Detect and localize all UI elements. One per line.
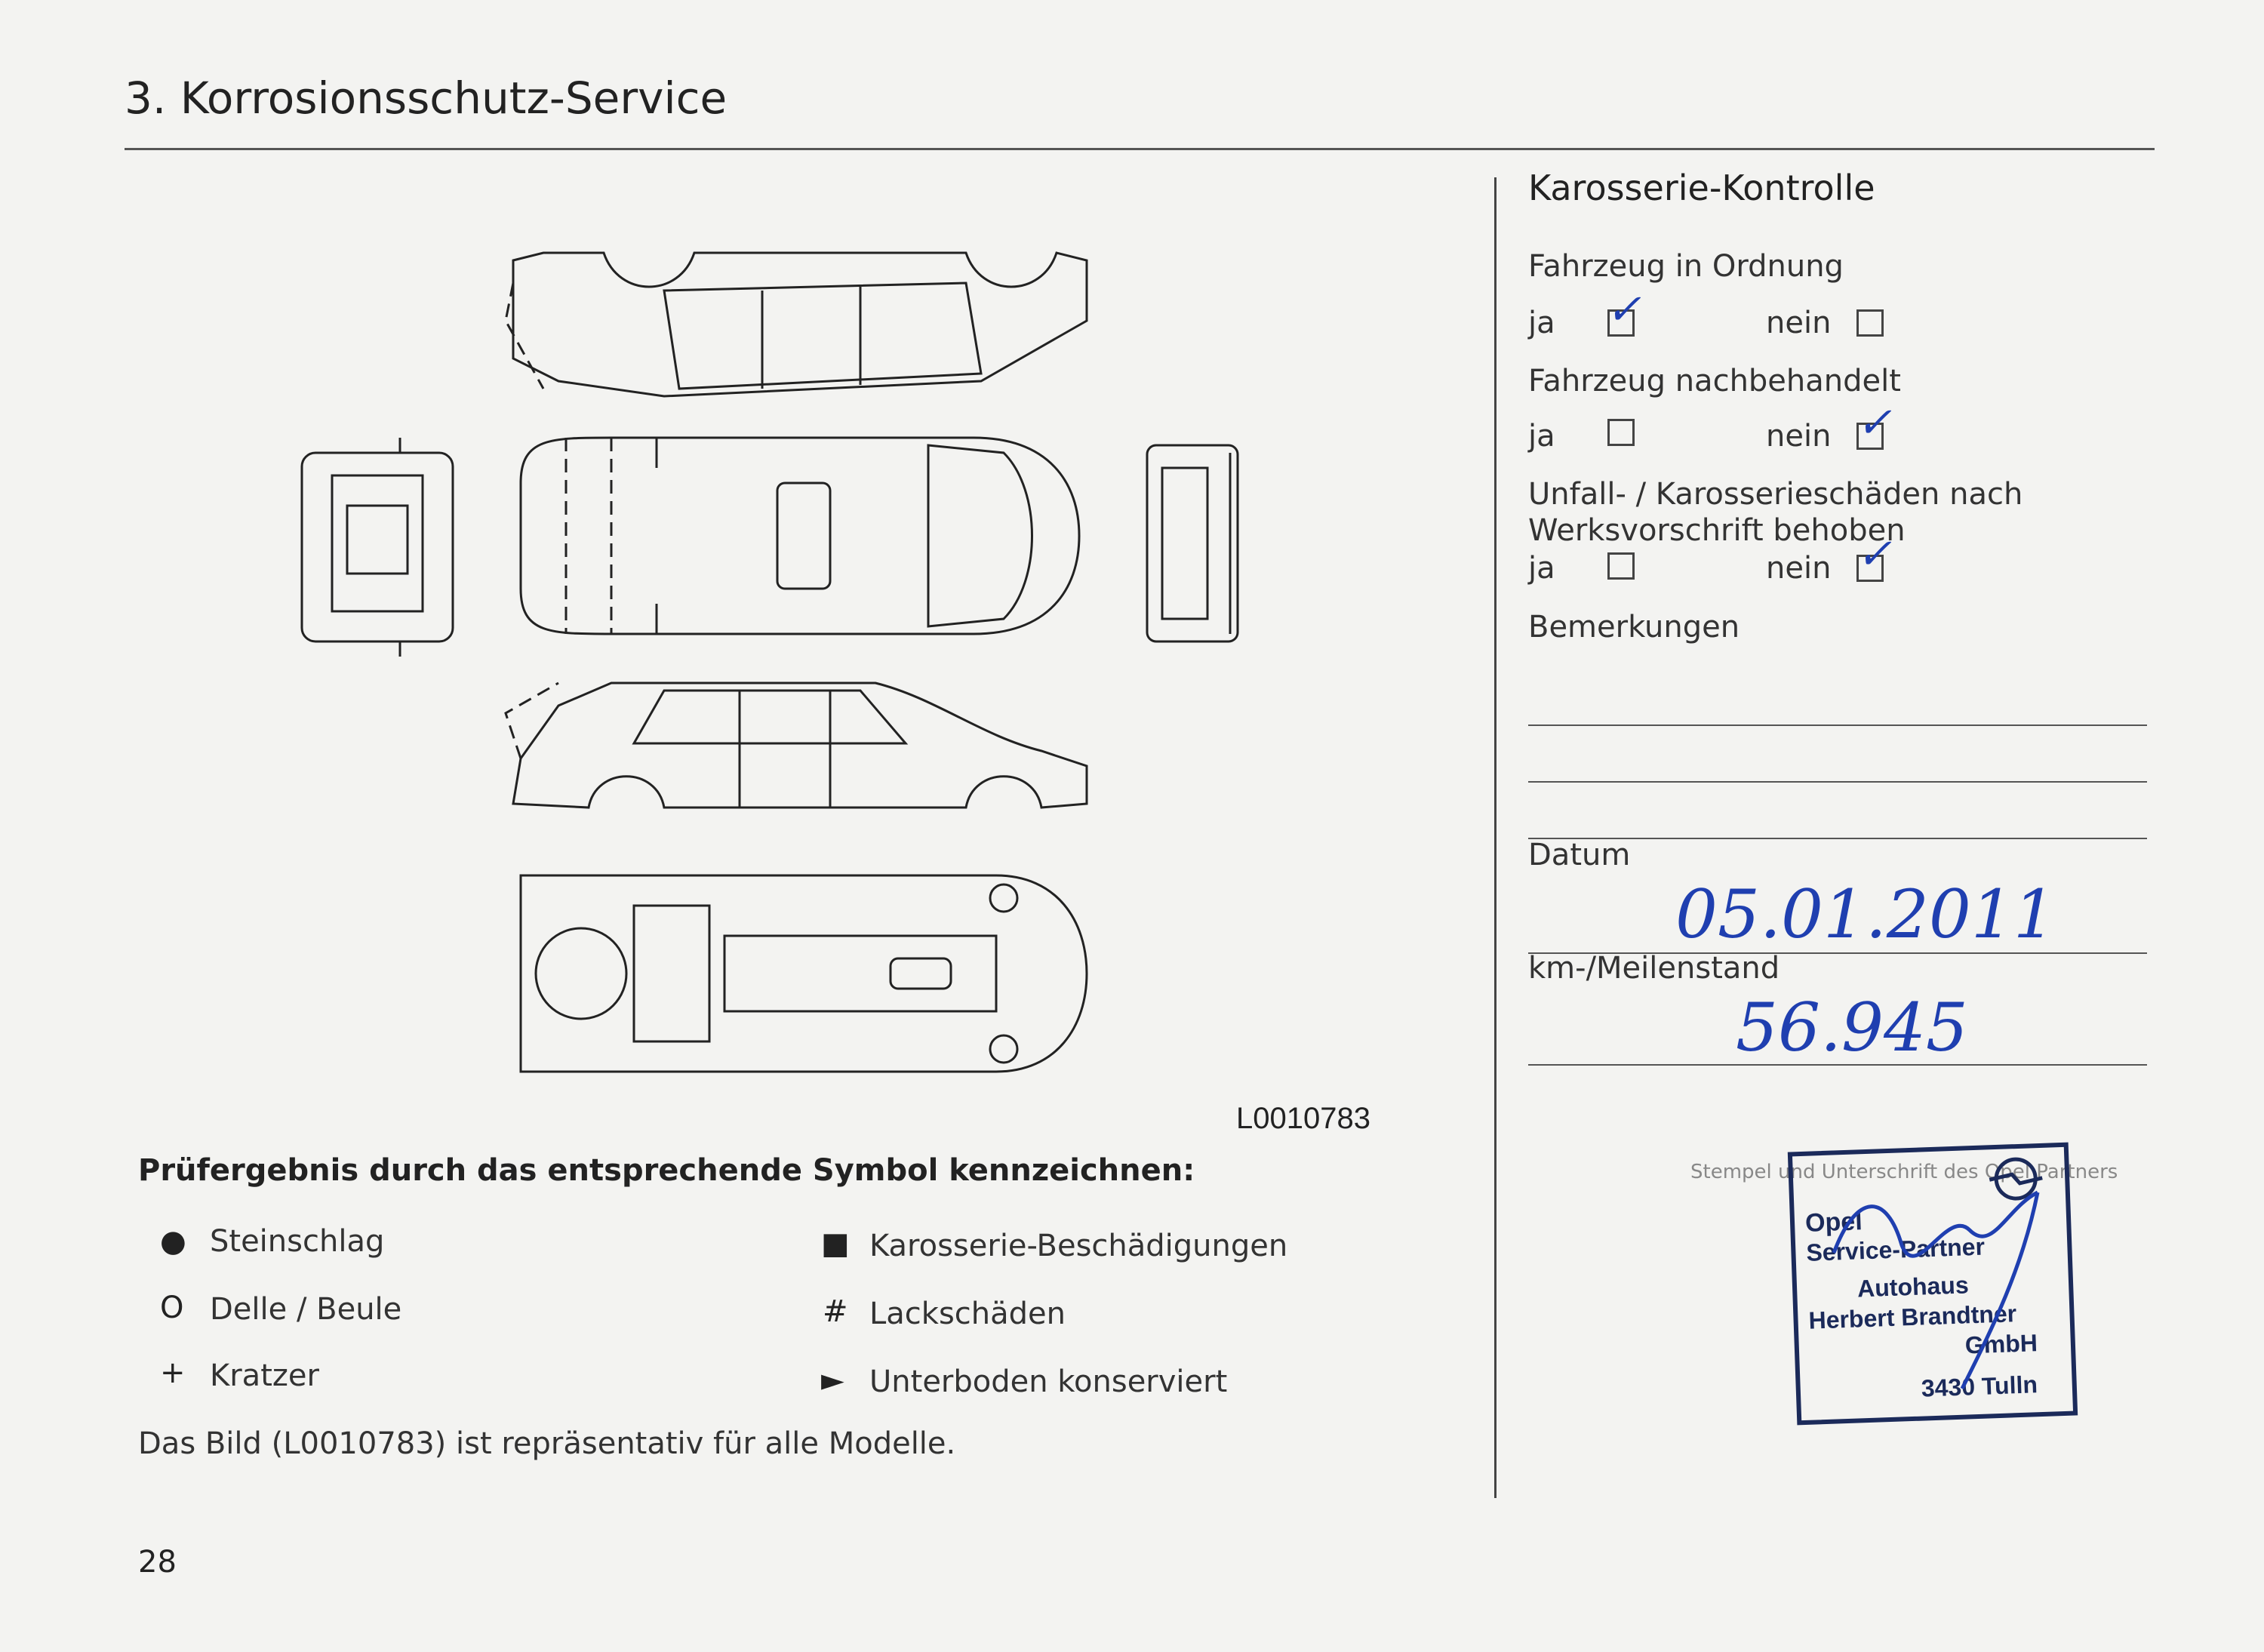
representative-note: Das Bild (L0010783) ist repräsentativ fü… bbox=[138, 1426, 956, 1461]
q3-nein-label: nein bbox=[1766, 551, 1832, 586]
remarks-label: Bemerkungen bbox=[1528, 610, 1740, 644]
q3-ja-checkbox[interactable] bbox=[1607, 552, 1635, 580]
karosserie-heading: Karosserie-Kontrolle bbox=[1528, 168, 1875, 208]
car-side-view-top bbox=[504, 251, 1088, 398]
km-value[interactable]: 56.945 bbox=[1736, 989, 1968, 1066]
remarks-line-1[interactable] bbox=[1528, 724, 2147, 726]
delle-symbol: O bbox=[160, 1291, 184, 1325]
remarks-line-3[interactable] bbox=[1528, 838, 2147, 839]
q2-ja-checkbox[interactable] bbox=[1607, 419, 1635, 446]
question-unfall-line2: Werksvorschrift behoben bbox=[1528, 513, 1906, 548]
question-unfall-line1: Unfall- / Karosserieschäden nach bbox=[1528, 477, 2023, 512]
legend-beschaedigungen: Karosserie-Beschädigungen bbox=[869, 1229, 1288, 1263]
q3-nein-checkbox[interactable] bbox=[1856, 555, 1884, 582]
q1-ja-checkbox[interactable] bbox=[1607, 309, 1635, 337]
q3-ja-label: ja bbox=[1528, 551, 1555, 586]
column-divider bbox=[1494, 177, 1497, 1498]
dealer-stamp: Opel Service-Partner Autohaus Herbert Br… bbox=[1787, 1142, 2078, 1426]
km-label: km-/Meilenstand bbox=[1528, 951, 1780, 986]
q1-ja-label: ja bbox=[1528, 306, 1555, 340]
car-top-view bbox=[519, 436, 1081, 635]
car-body-diagram bbox=[300, 251, 1239, 1073]
car-front-view bbox=[1146, 444, 1239, 643]
km-line bbox=[1528, 1064, 2147, 1066]
steinschlag-symbol: ● bbox=[160, 1224, 186, 1259]
legend-steinschlag: Steinschlag bbox=[210, 1224, 385, 1259]
remarks-line-2[interactable] bbox=[1528, 781, 2147, 783]
question-in-ordnung: Fahrzeug in Ordnung bbox=[1528, 249, 1844, 284]
q2-nein-label: nein bbox=[1766, 419, 1832, 454]
opel-logo-icon bbox=[1989, 1157, 2043, 1201]
legend-unterboden: Unterboden konserviert bbox=[869, 1364, 1228, 1399]
car-side-view bbox=[504, 681, 1088, 809]
q1-nein-label: nein bbox=[1766, 306, 1832, 340]
stamp-caption: Stempel und Unterschrift des Opel Partne… bbox=[1690, 1161, 2118, 1183]
q1-nein-checkbox[interactable] bbox=[1856, 309, 1884, 337]
title-divider bbox=[125, 148, 2155, 150]
q1-checkmark: ✓ bbox=[1606, 285, 1641, 334]
unterboden-symbol: ► bbox=[821, 1363, 844, 1398]
date-label: Datum bbox=[1528, 838, 1631, 872]
beschaedigung-symbol: ■ bbox=[821, 1226, 850, 1261]
date-value[interactable]: 05.01.2011 bbox=[1675, 875, 2056, 953]
q2-checkmark: ✓ bbox=[1856, 398, 1892, 448]
q2-ja-label: ja bbox=[1528, 419, 1555, 454]
question-nachbehandelt: Fahrzeug nachbehandelt bbox=[1528, 364, 1901, 398]
legend-kratzer: Kratzer bbox=[210, 1358, 319, 1393]
legend-lackschaeden: Lackschäden bbox=[869, 1297, 1066, 1331]
car-underbody-view bbox=[519, 874, 1088, 1073]
kratzer-symbol: + bbox=[160, 1355, 186, 1390]
q3-checkmark: ✓ bbox=[1856, 530, 1892, 579]
q2-nein-checkbox[interactable] bbox=[1856, 423, 1884, 450]
legend-title: Prüfergebnis durch das entsprechende Sym… bbox=[138, 1153, 1195, 1188]
page-number: 28 bbox=[138, 1545, 177, 1580]
page-title: 3. Korrosionsschutz-Service bbox=[125, 72, 727, 124]
car-rear-view bbox=[300, 438, 454, 657]
legend-delle: Delle / Beule bbox=[210, 1292, 402, 1327]
figure-code: L0010783 bbox=[1236, 1102, 1370, 1135]
lackschaden-symbol: # bbox=[823, 1294, 848, 1329]
signature bbox=[1832, 1190, 2040, 1390]
date-line bbox=[1528, 952, 2147, 954]
